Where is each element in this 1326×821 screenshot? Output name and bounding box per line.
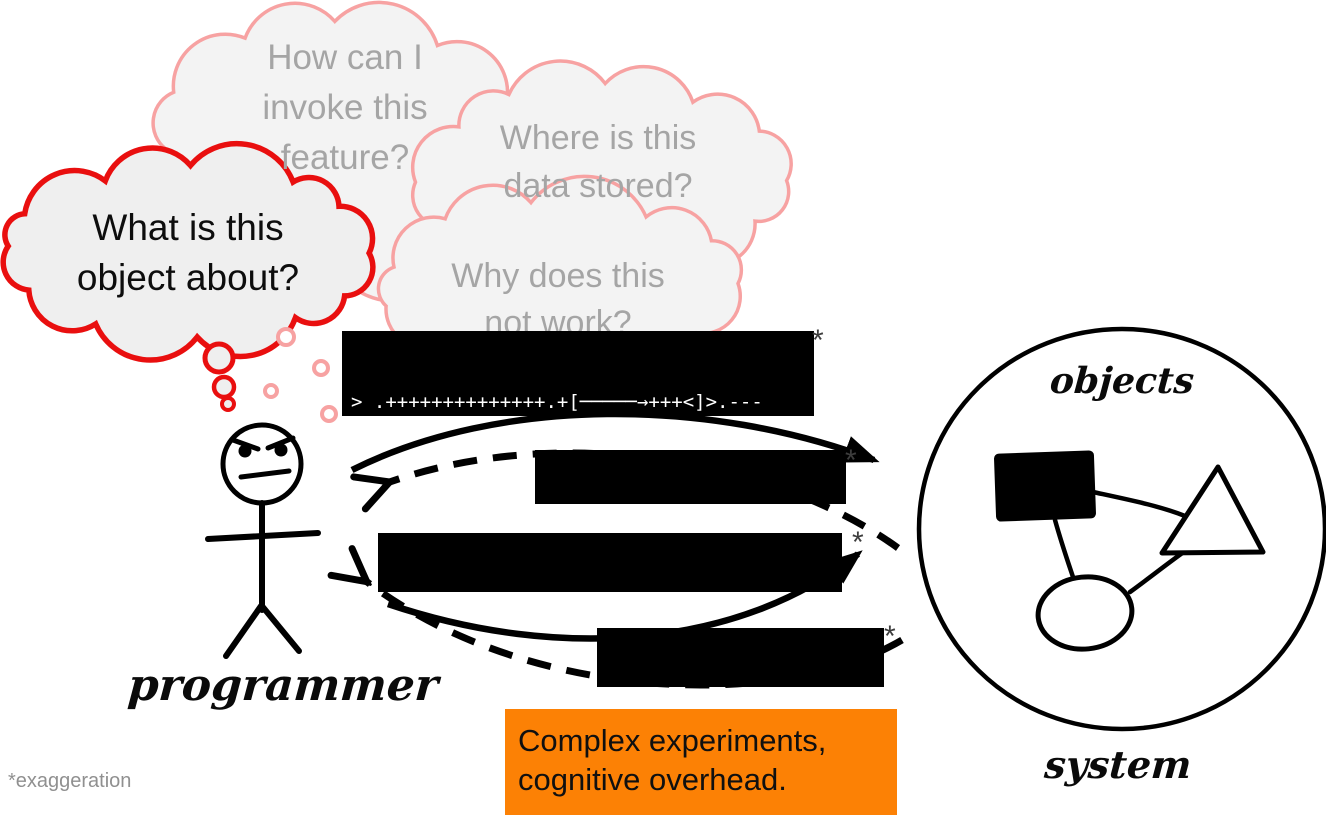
terminal-request-2: > ++++[++++>────<]>++.++++++++++.+ +++++… [378, 533, 842, 592]
bubble-what-text: What is this object about? [76, 207, 300, 298]
asterisk-marker: * [845, 444, 857, 477]
terminal-request-1: > .++++++++++++++.+[─────→+++<]>.--- ───… [342, 331, 814, 416]
terminal-response-1: < V3RY_T3CHN!C4L_0U7P U7_4XP3R!3NC3D_C0D… [535, 450, 846, 504]
objects-label: objects [1048, 360, 1196, 402]
terminal-response-2: < H4H4_yc4n_U_ 3V3N_R34D_7H!5 [597, 628, 884, 687]
object-ellipse [1035, 574, 1135, 652]
thought-trail-red [202, 341, 237, 412]
asterisk-marker: * [852, 526, 864, 559]
asterisk-marker: * [812, 324, 824, 357]
eye-left [238, 444, 252, 458]
system-label: system [1043, 742, 1193, 787]
programmer-figure [205, 422, 321, 659]
bubble-where-text: Where is this data stored? [499, 119, 697, 205]
leg-right [259, 603, 302, 654]
leg-left [223, 603, 264, 659]
object-triangle [1159, 464, 1266, 556]
arms [205, 530, 321, 542]
eye-right [274, 443, 288, 457]
thought-trail-pink [263, 327, 338, 423]
callout-box: Complex experiments, cognitive overhead. [505, 709, 897, 815]
system-boundary [916, 326, 1326, 732]
programmer-label: programmer [126, 660, 440, 711]
bubble-how-text: How can I invoke this feature? [262, 38, 428, 177]
callout-text: Complex experiments, cognitive overhead. [518, 723, 827, 797]
footnote-text: *exaggeration [8, 770, 132, 792]
object-rectangle [994, 450, 1096, 522]
asterisk-marker: * [884, 620, 896, 653]
mouth [238, 468, 292, 480]
